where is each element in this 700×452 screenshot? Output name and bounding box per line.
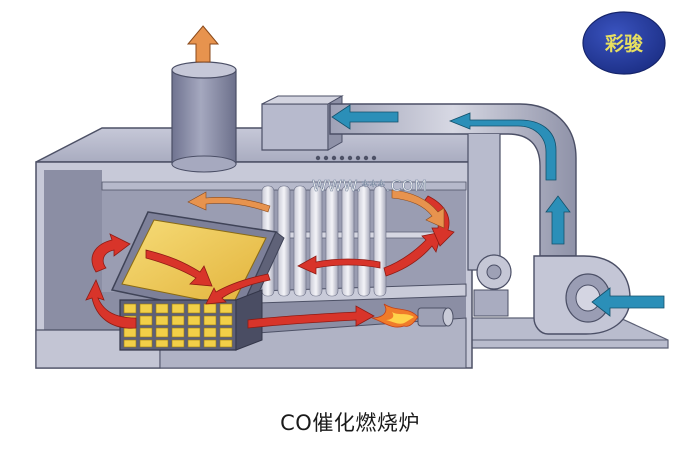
fan-inlet-arrow-icon xyxy=(591,287,665,317)
diagram-caption: CO催化燃烧炉 xyxy=(280,411,420,435)
flow-arrow-top-right-icon xyxy=(391,189,445,229)
flow-arrow-lower-tube-icon xyxy=(297,255,381,275)
inlet-left-arrow-icon xyxy=(331,104,399,130)
flow-arrow-left-up-icon xyxy=(91,233,131,273)
watermark-text: WWW.***.COM xyxy=(312,177,428,195)
duct-bend-arrow-icon xyxy=(448,112,557,181)
exhaust-chimney xyxy=(171,61,237,173)
brand-badge-label: 彩骏 xyxy=(604,32,644,55)
brand-badge: 彩骏 xyxy=(582,11,666,75)
flow-arrow-top-left-icon xyxy=(187,191,271,213)
cool-air-flow xyxy=(331,104,665,317)
flow-arrow-mid-panel-icon xyxy=(205,273,271,305)
centrifugal-fan xyxy=(533,255,631,335)
exhaust-up-arrow-icon xyxy=(186,25,220,63)
catalyst-grid-block xyxy=(119,289,263,351)
burner xyxy=(371,303,454,328)
warm-gas-flow xyxy=(187,189,445,229)
flow-arrow-panel-icon xyxy=(145,249,213,287)
duct-up-arrow-icon xyxy=(545,195,571,245)
flow-arrow-bottom-right-icon xyxy=(247,305,375,329)
flow-arrow-left-bottom-icon xyxy=(85,279,137,329)
